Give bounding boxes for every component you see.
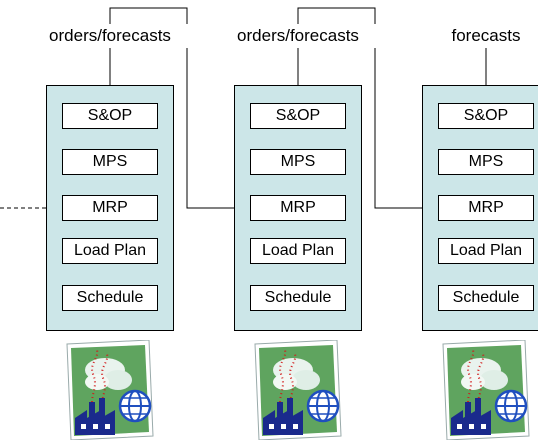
step-mps-2: MPS: [250, 149, 346, 175]
column-header-2: orders/forecasts: [237, 26, 359, 45]
step-schedule-3: Schedule: [438, 285, 534, 311]
step-mps-1: MPS: [62, 149, 158, 175]
step-schedule-1: Schedule: [62, 285, 158, 311]
step-mrp-3: MRP: [438, 195, 534, 221]
step-schedule-2: Schedule: [250, 285, 346, 311]
factory-globe-icon: [63, 339, 157, 441]
cross-link-2: [374, 48, 438, 209]
step-sandop-3: S&OP: [438, 103, 534, 129]
factory-globe-icon: [251, 339, 345, 441]
factory-globe-icon: [439, 339, 533, 441]
top-bracket-1: [109, 7, 188, 24]
step-load-plan-3: Load Plan: [438, 238, 534, 264]
step-mps-3: MPS: [438, 149, 534, 175]
step-load-plan-2: Load Plan: [250, 238, 346, 264]
step-sandop-1: S&OP: [62, 103, 158, 129]
step-mrp-1: MRP: [62, 195, 158, 221]
step-load-plan-1: Load Plan: [62, 238, 158, 264]
column-header-1: orders/forecasts: [49, 26, 171, 45]
step-sandop-2: S&OP: [250, 103, 346, 129]
cross-link-1: [186, 48, 250, 209]
top-bracket-2: [297, 7, 376, 24]
column-header-3: forecasts: [451, 26, 521, 45]
step-mrp-2: MRP: [250, 195, 346, 221]
